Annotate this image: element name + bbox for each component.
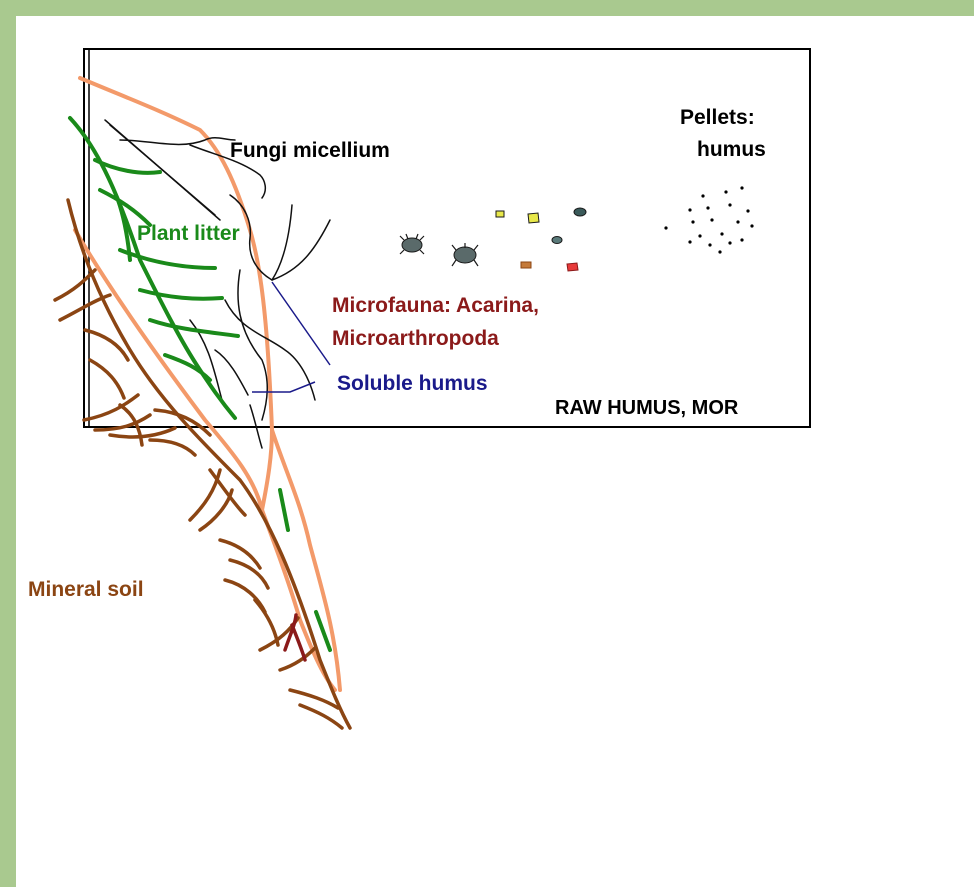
microfauna-bugs [400,208,586,271]
bug-yellow-2 [528,213,539,223]
bug-gray-2 [452,243,478,266]
bug-orange [521,262,531,268]
humus-pellets [664,186,753,253]
bug-yellow-1 [496,211,504,217]
microfauna-label-line1: Microfauna: Acarina, [332,294,539,317]
mineral-soil-label: Mineral soil [28,578,144,601]
bug-gray-1 [400,234,424,254]
mineral-soil-roots [55,200,350,728]
raw-humus-mor-label: RAW HUMUS, MOR [555,397,739,419]
microfauna-label-line2: Microarthropoda [332,327,499,350]
fungi-micellium-label: Fungi micellium [230,139,390,162]
bug-red [567,263,578,271]
pellets-label-line1: Pellets: [680,106,755,129]
soluble-humus-label: Soluble humus [337,372,488,395]
pellets-label-line2: humus [697,138,766,161]
bug-dark-2 [552,237,562,244]
fungi-mycelium-lines [105,120,330,448]
plant-litter-strands [70,118,330,650]
bug-dark-1 [574,208,586,216]
plant-litter-label: Plant litter [137,222,240,245]
